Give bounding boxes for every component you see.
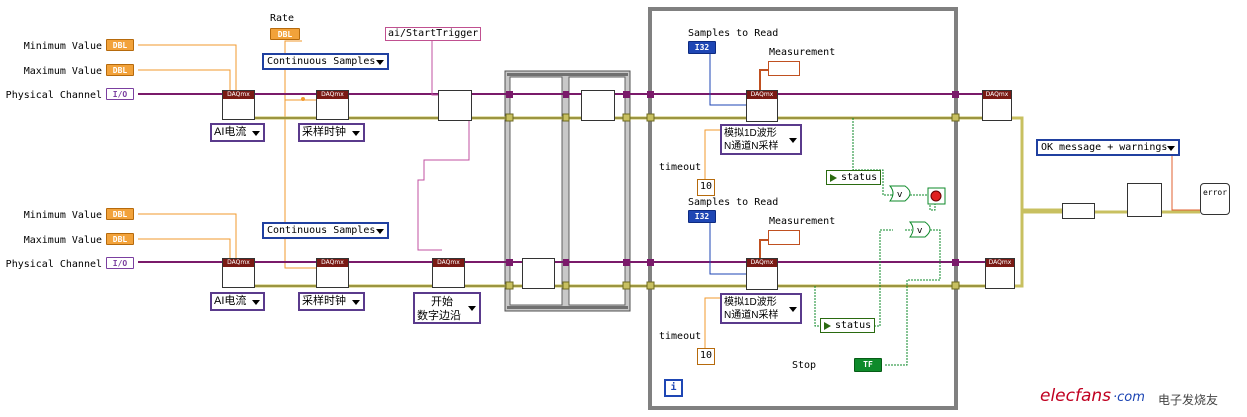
rate-label: Rate	[270, 13, 295, 24]
samples-to-read-label-2: Samples to Read	[688, 197, 779, 208]
status-indicator-1[interactable]: status	[826, 170, 882, 185]
timeout-label-2: timeout	[659, 331, 702, 342]
daqmx-clear-task-node-1[interactable]: DAQmx	[982, 90, 1012, 121]
timeout-constant-2[interactable]: 10	[697, 348, 715, 365]
min-value-terminal-2[interactable]: DBL	[106, 208, 134, 220]
svg-text:v: v	[917, 226, 923, 236]
read-ring-2-line2: N通道N采样	[724, 310, 779, 321]
physical-channel-label-1: Physical Channel	[5, 90, 102, 101]
merge-errors-node[interactable]	[1062, 203, 1095, 219]
chevron-down-icon	[1167, 146, 1175, 151]
node-header: DAQmx	[317, 259, 348, 267]
sample-clock-ring-1[interactable]: 采样时钟	[298, 123, 365, 142]
max-value-label-2: Maximum Value	[23, 235, 102, 246]
measurement-label-2: Measurement	[769, 216, 836, 227]
watermark-brand: elecfans	[1040, 386, 1112, 406]
trigger-ring-line2: 数字边沿	[417, 310, 461, 322]
node-header: DAQmx	[317, 91, 348, 99]
error-message-enum-value: OK message + warnings	[1041, 142, 1168, 153]
read-type-ring-2[interactable]: 模拟1D波形 N通道N采样	[720, 293, 802, 324]
sample-clock-ring-1-value: 采样时钟	[302, 126, 346, 138]
min-value-terminal-1[interactable]: DBL	[106, 39, 134, 51]
sample-mode-enum-2-value: Continuous Samples	[267, 225, 376, 236]
ai-current-ring-1-value: AI电流	[214, 126, 247, 138]
node-header: DAQmx	[223, 259, 254, 267]
daqmx-start-task-node-2[interactable]	[522, 258, 555, 289]
samples-to-read-terminal-2[interactable]: I32	[688, 210, 716, 223]
start-digital-edge-ring[interactable]: 开始数字边沿	[413, 292, 481, 324]
start-trigger-constant[interactable]: ai/StartTrigger	[385, 27, 482, 41]
physical-channel-terminal-1[interactable]: I/O	[106, 88, 134, 100]
sample-mode-enum-1-value: Continuous Samples	[267, 56, 376, 67]
min-value-label-1: Minimum Value	[23, 41, 102, 52]
read-ring-2-line1: 模拟1D波形	[724, 297, 777, 308]
max-value-terminal-1[interactable]: DBL	[106, 64, 134, 76]
daqmx-create-channel-node-2[interactable]: DAQmx	[222, 258, 255, 288]
daqmx-start-task-node-1[interactable]	[581, 90, 615, 121]
timeout-label-1: timeout	[659, 162, 702, 173]
read-ring-1-line1: 模拟1D波形	[724, 128, 777, 139]
samples-to-read-label-1: Samples to Read	[688, 28, 779, 39]
chevron-down-icon	[352, 299, 360, 305]
status-indicator-2[interactable]: status	[820, 318, 876, 333]
ai-current-ring-2-value: AI电流	[214, 295, 247, 307]
iteration-terminal: i	[664, 379, 683, 397]
error-message-enum[interactable]: OK message + warnings	[1036, 139, 1180, 156]
read-ring-1-line2: N通道N采样	[724, 141, 779, 152]
timeout-constant-1[interactable]: 10	[697, 179, 715, 196]
chevron-down-icon	[352, 130, 360, 136]
sample-mode-enum-2[interactable]: Continuous Samples	[262, 222, 389, 239]
daqmx-clear-task-node-2[interactable]: DAQmx	[985, 258, 1015, 289]
max-value-terminal-2[interactable]: DBL	[106, 233, 134, 245]
daqmx-timing-node-1[interactable]: DAQmx	[316, 90, 349, 120]
node-header: DAQmx	[983, 91, 1011, 99]
chevron-down-icon	[468, 306, 476, 311]
chevron-down-icon	[789, 137, 797, 143]
trigger-ring-line1: 开始	[431, 296, 453, 308]
node-header: DAQmx	[747, 259, 777, 267]
ai-current-ring-1[interactable]: AI电流	[210, 123, 265, 142]
sample-mode-enum-1[interactable]: Continuous Samples	[262, 53, 389, 70]
watermark-tagline: 电子发烧友	[1158, 393, 1219, 407]
node-header: DAQmx	[986, 259, 1014, 267]
watermark-domain: ·com	[1113, 390, 1145, 405]
min-value-label-2: Minimum Value	[23, 210, 102, 221]
daqmx-read-node-1[interactable]: DAQmx	[746, 90, 778, 122]
chevron-down-icon	[789, 306, 797, 312]
error-icon-text: error	[1202, 188, 1228, 197]
samples-to-read-terminal-1[interactable]: I32	[688, 41, 716, 54]
while-loop-frame	[648, 7, 958, 410]
daqmx-create-channel-node-1[interactable]: DAQmx	[222, 90, 255, 120]
physical-channel-terminal-2[interactable]: I/O	[106, 257, 134, 269]
sample-clock-ring-2[interactable]: 采样时钟	[298, 292, 365, 311]
chevron-down-icon	[252, 130, 260, 136]
error-icon[interactable]: error	[1200, 183, 1230, 215]
svg-text:v: v	[897, 190, 903, 200]
read-type-ring-1[interactable]: 模拟1D波形 N通道N采样	[720, 124, 802, 155]
daqmx-export-signal-node[interactable]	[438, 90, 472, 121]
max-value-label-1: Maximum Value	[23, 66, 102, 77]
stop-label: Stop	[792, 360, 817, 371]
stop-terminal[interactable]: TF	[854, 358, 882, 372]
node-header: DAQmx	[747, 91, 777, 99]
chevron-down-icon	[252, 299, 260, 305]
waveform-indicator-2[interactable]	[768, 230, 800, 245]
node-header: DAQmx	[433, 259, 464, 267]
daqmx-timing-node-2[interactable]: DAQmx	[316, 258, 349, 288]
rate-terminal[interactable]: DBL	[270, 28, 300, 40]
node-header: DAQmx	[223, 91, 254, 99]
daqmx-read-node-2[interactable]: DAQmx	[746, 258, 778, 290]
chevron-down-icon	[376, 229, 384, 234]
simple-error-handler-node[interactable]	[1127, 183, 1162, 217]
ai-current-ring-2[interactable]: AI电流	[210, 292, 265, 311]
daqmx-trigger-node[interactable]: DAQmx	[432, 258, 465, 288]
chevron-down-icon	[376, 60, 384, 65]
physical-channel-label-2: Physical Channel	[5, 259, 102, 270]
waveform-indicator-1[interactable]	[768, 61, 800, 76]
measurement-label-1: Measurement	[769, 47, 836, 58]
sample-clock-ring-2-value: 采样时钟	[302, 295, 346, 307]
